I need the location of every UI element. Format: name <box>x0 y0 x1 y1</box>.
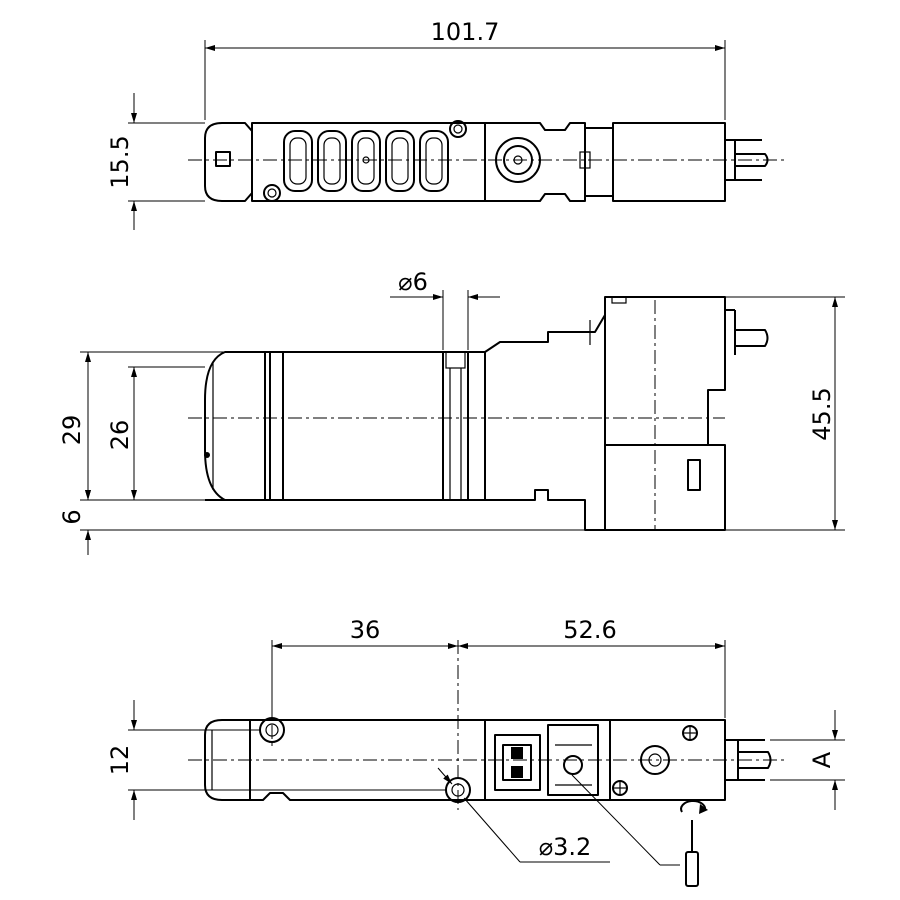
top-end-cap <box>204 122 253 202</box>
top-port-slots <box>283 130 449 192</box>
dim-offset-6: 6 <box>58 509 86 524</box>
bottom-coil-screw-upper <box>682 725 698 741</box>
bottom-view: 36 52.6 12 A ⌀3.2 <box>106 616 845 887</box>
dim-top-length: 101.7 <box>431 18 500 46</box>
side-connector-pins <box>725 309 769 355</box>
side-port-opening <box>445 351 466 369</box>
bottom-pilot-screw <box>563 755 583 775</box>
dim-spacing-52-6: 52.6 <box>563 616 616 644</box>
bottom-end-cap <box>204 719 251 801</box>
dim-height-26: 26 <box>106 420 134 451</box>
side-main-body <box>264 351 486 501</box>
top-pilot-section <box>484 122 586 202</box>
screwdriver-icon <box>680 800 708 887</box>
dim-spacing-36: 36 <box>350 616 381 644</box>
dim-port-diameter: ⌀6 <box>398 268 428 296</box>
top-connector-block <box>584 127 614 197</box>
top-mount-hole-upper <box>449 120 467 138</box>
top-cap-slot <box>215 151 231 167</box>
dim-label-a: A <box>808 751 836 768</box>
side-pilot-block <box>484 314 606 531</box>
top-coil-housing <box>612 122 726 202</box>
bottom-coil-screw-lower <box>612 780 628 796</box>
side-view: ⌀6 29 26 6 45.5 <box>58 268 845 555</box>
dim-top-height: 15.5 <box>106 135 134 188</box>
bottom-override-switch <box>494 734 541 791</box>
dim-height-29: 29 <box>58 415 86 446</box>
dim-hole-diameter: ⌀3.2 <box>539 833 592 861</box>
top-view: 101.7 15.5 <box>106 18 785 230</box>
side-coil <box>604 296 726 531</box>
side-end-cap <box>204 351 266 501</box>
dim-total-height: 45.5 <box>808 387 836 440</box>
top-mount-hole-lower <box>263 184 281 202</box>
dim-height-12: 12 <box>106 745 134 776</box>
side-led <box>687 459 701 491</box>
